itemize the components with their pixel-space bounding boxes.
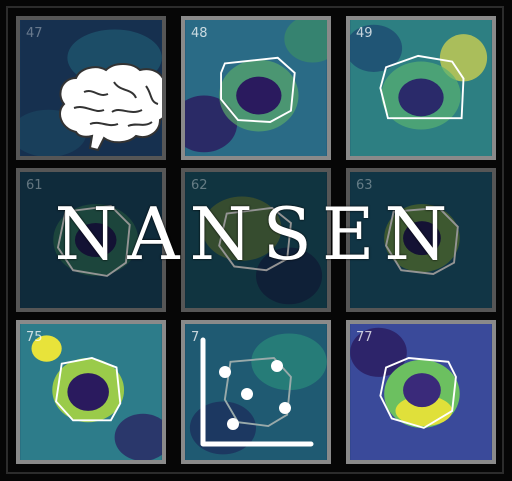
logo-title: NANSEN: [54, 192, 458, 276]
roi-image: [350, 324, 492, 460]
brain-icon: [59, 63, 162, 152]
roi-image: [20, 172, 162, 308]
dim-overlay: [350, 172, 492, 308]
tile-number: 77: [356, 330, 373, 345]
tile-48: 48: [181, 16, 331, 160]
roi-image: [20, 324, 162, 460]
tile-number: 63: [356, 178, 373, 193]
tile-76: 7: [181, 320, 331, 464]
scatter-plot-icon: [200, 337, 314, 447]
dim-overlay: [185, 172, 327, 308]
tile-number: 47: [26, 26, 43, 41]
roi-image: [185, 20, 327, 156]
tile-75: 75: [16, 320, 166, 464]
tile-61: 61: [16, 168, 166, 312]
tile-number: 7: [191, 330, 200, 345]
tile-62: 62: [181, 168, 331, 312]
tile-number: 75: [26, 330, 43, 345]
tile-63: 63: [346, 168, 496, 312]
outer-frame: [6, 6, 504, 474]
tile-number: 62: [191, 178, 208, 193]
tile-77: 77: [346, 320, 496, 464]
tile-number: 49: [356, 26, 373, 41]
roi-image: [185, 172, 327, 308]
roi-image: [350, 172, 492, 308]
roi-image: [350, 20, 492, 156]
roi-image: [185, 324, 327, 460]
tile-number: 48: [191, 26, 208, 41]
tile-number: 61: [26, 178, 43, 193]
tile-47: 47: [16, 16, 166, 160]
tile-49: 49: [346, 16, 496, 160]
dim-overlay: [20, 172, 162, 308]
